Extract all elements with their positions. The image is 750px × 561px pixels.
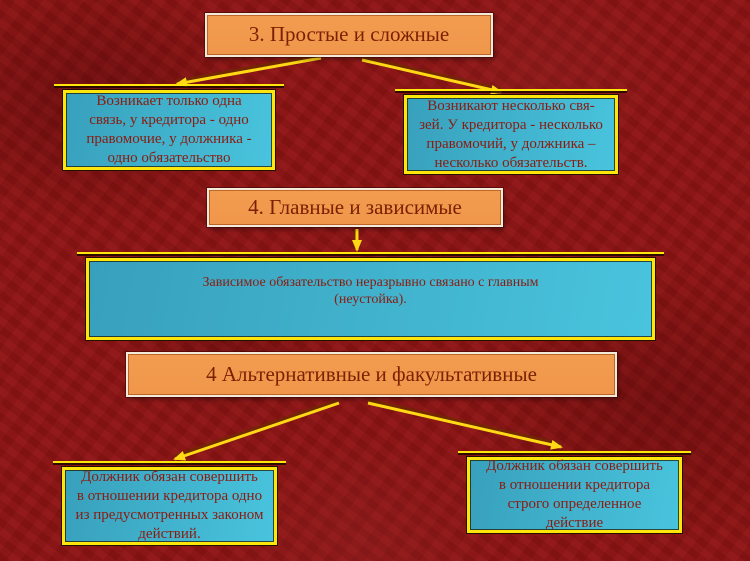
arrow-title3-to-alternative <box>173 398 340 461</box>
complex-text: Возникают несколько свя- зей. У кредитор… <box>419 97 603 171</box>
title-box-alternative-facultative: 4 Альтернативные и факультативные <box>125 351 618 398</box>
title-box-main-dependent: 4. Главные и зависимые <box>206 187 504 228</box>
arrow-title3-to-facultative <box>367 398 563 450</box>
content-box-dependent: Зависимое обязательство неразрывно связа… <box>77 252 664 341</box>
title-main-dependent-label: 4. Главные и зависимые <box>248 194 462 219</box>
dependent-text: Зависимое обязательство неразрывно связа… <box>202 275 539 307</box>
content-box-facultative: Должник обязан совершить в отношении кре… <box>458 451 691 534</box>
alternative-text: Должник обязан совершить в отношении кре… <box>75 469 264 542</box>
title-box-simple-complex: 3. Простые и сложные <box>204 12 494 58</box>
content-box-alternative: Должник обязан совершить в отношении кре… <box>53 461 286 546</box>
content-box-simple: Возникает только одна связь, у кредитора… <box>54 84 284 171</box>
arrow-title1-to-complex <box>361 55 503 95</box>
title-simple-complex-label: 3. Простые и сложные <box>248 22 450 47</box>
facultative-text: Должник обязан совершить в отношении кре… <box>486 458 663 531</box>
arrow-title2-to-dependent <box>352 229 362 252</box>
title-alternative-facultative-label: 4 Альтернативные и факультативные <box>206 361 537 386</box>
arrow-title1-to-simple <box>175 53 322 88</box>
content-box-complex: Возникают несколько свя- зей. У кредитор… <box>395 89 627 175</box>
simple-text: Возникает только одна связь, у кредитора… <box>86 93 252 166</box>
